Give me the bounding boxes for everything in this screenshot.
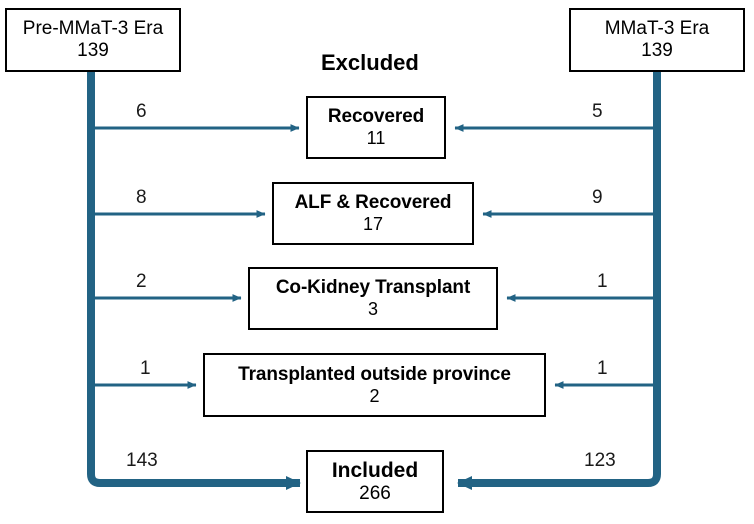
- edge-pre-era-trunk: [87, 72, 301, 490]
- source-post-era-count: 139: [641, 40, 673, 61]
- excluded-alf-recovered-title: ALF & Recovered: [294, 192, 452, 214]
- edge-label-post-co-kidney: 1: [597, 271, 608, 292]
- edge-label-pre-alf-recovered: 8: [136, 187, 147, 208]
- source-box-pre-era[interactable]: Pre-MMaT-3 Era 139: [5, 8, 181, 72]
- included-box[interactable]: Included 266: [306, 450, 444, 513]
- excluded-outside-province-count: 2: [369, 385, 380, 406]
- source-pre-era-title: Pre-MMaT-3 Era: [22, 18, 164, 40]
- source-box-post-era[interactable]: MMaT-3 Era 139: [569, 8, 745, 72]
- edge-post-era-trunk: [457, 72, 661, 490]
- excluded-box-co-kidney[interactable]: Co-Kidney Transplant 3: [248, 267, 498, 330]
- included-count: 266: [359, 482, 391, 504]
- excluded-co-kidney-title: Co-Kidney Transplant: [275, 277, 471, 299]
- source-post-era-title: MMaT-3 Era: [604, 18, 710, 40]
- edge-label-post-recovered: 5: [592, 101, 603, 122]
- excluded-box-outside-province[interactable]: Transplanted outside province 2: [203, 353, 546, 417]
- excluded-recovered-count: 11: [366, 128, 386, 149]
- edge-label-post-included: 123: [584, 450, 616, 471]
- included-title: Included: [331, 458, 419, 482]
- edge-label-pre-co-kidney: 2: [136, 271, 147, 292]
- excluded-recovered-title: Recovered: [327, 106, 425, 128]
- edge-label-post-alf-recovered: 9: [592, 187, 603, 208]
- edge-label-post-outside-province: 1: [597, 358, 608, 379]
- source-pre-era-count: 139: [77, 40, 109, 61]
- excluded-box-recovered[interactable]: Recovered 11: [306, 96, 446, 159]
- excluded-section-heading: Excluded: [321, 50, 419, 75]
- excluded-outside-province-title: Transplanted outside province: [238, 363, 511, 385]
- edge-label-pre-included: 143: [126, 450, 158, 471]
- excluded-alf-recovered-count: 17: [362, 214, 384, 235]
- edge-label-pre-outside-province: 1: [140, 358, 151, 379]
- excluded-co-kidney-count: 3: [367, 299, 378, 320]
- edge-label-pre-recovered: 6: [136, 101, 147, 122]
- excluded-box-alf-recovered[interactable]: ALF & Recovered 17: [272, 182, 474, 245]
